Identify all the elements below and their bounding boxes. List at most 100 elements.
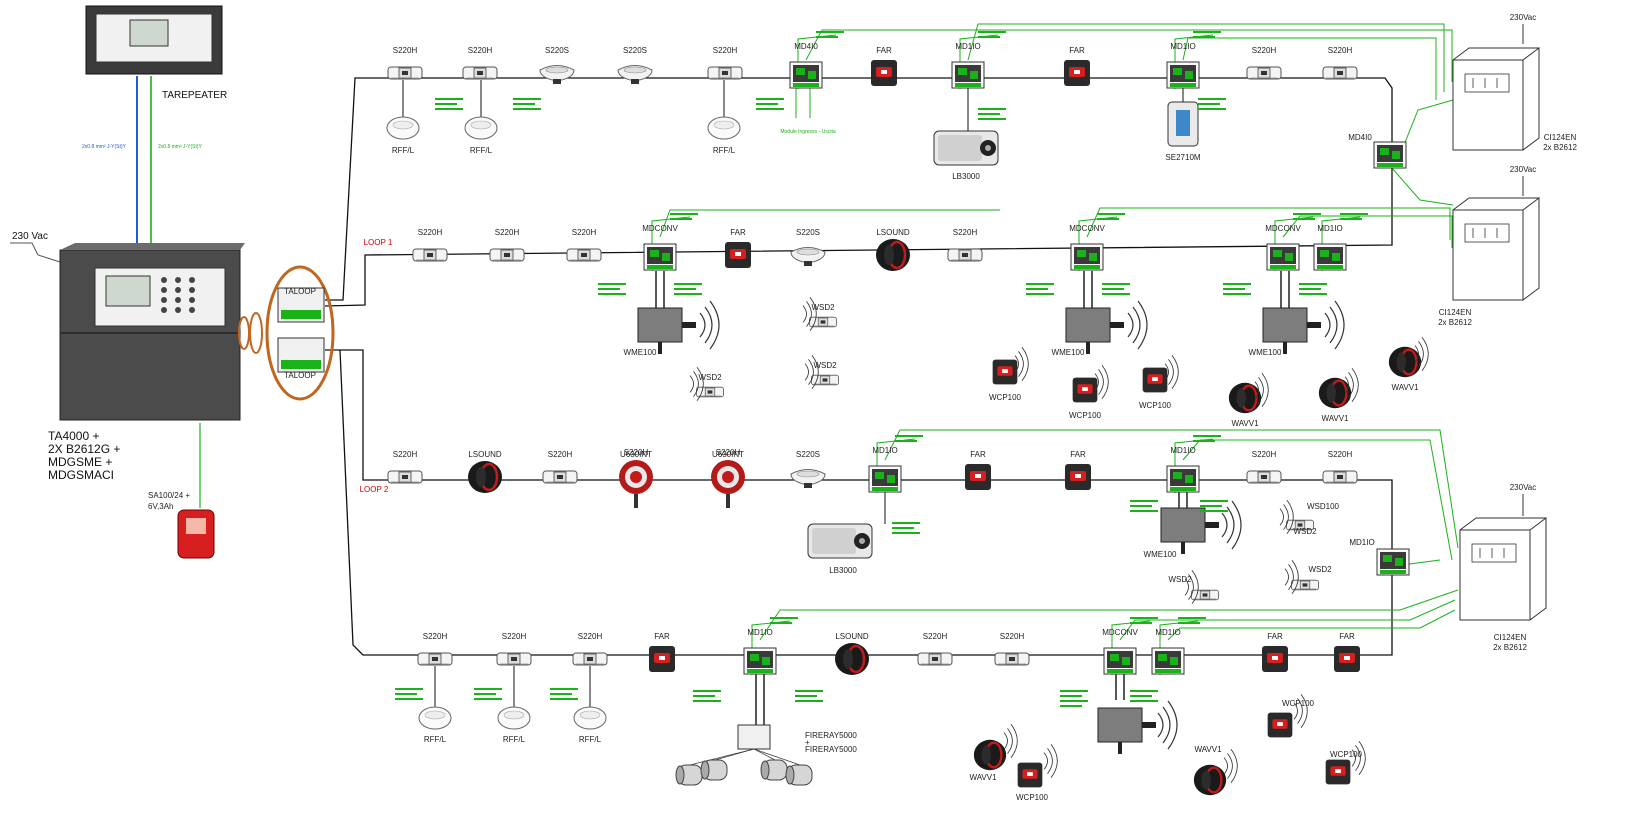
beam-lens [760, 760, 770, 780]
loop2-label: LOOP 2 [360, 485, 389, 494]
wireless-label: WAVV1 [969, 773, 997, 782]
rffl-base [707, 116, 741, 140]
device-label: MDCONV [1069, 224, 1105, 233]
lb3000-beacon [933, 130, 999, 166]
panel-lcd [105, 275, 151, 307]
radio-wave [699, 300, 720, 350]
wme-label: WME100 [624, 348, 657, 357]
cable-spec-note [816, 36, 838, 38]
device-label: S220H [393, 46, 418, 55]
psu-cable [1086, 207, 1451, 240]
cable-spec-note [513, 103, 535, 105]
cable-spec-note [1200, 505, 1222, 507]
cable-spec-note [770, 617, 798, 619]
psu-supply-label: 230Vac [1510, 13, 1537, 22]
cable-spec-note [693, 695, 715, 697]
cable-spec-note [1130, 695, 1152, 697]
base-label: RFF/L [470, 146, 493, 155]
device-label: S220S [796, 228, 820, 237]
sounder-lens [186, 518, 206, 534]
ring-link [238, 316, 250, 350]
radio-wave [1157, 700, 1178, 750]
device-sublabel: S220H [624, 448, 649, 457]
device-label: S220S [796, 450, 820, 459]
power-supply-3 [1459, 517, 1547, 621]
md1io-module [1376, 548, 1410, 576]
cable-spec-note [1198, 108, 1226, 110]
wme100-module [1160, 507, 1220, 555]
cable-spec-note [1178, 622, 1200, 624]
rffl-base [464, 116, 498, 140]
psu-label: CI124EN [1439, 308, 1472, 317]
wcp100-wireless-device [1142, 367, 1168, 393]
beam-label: + [805, 738, 810, 747]
cable-spec-note [1200, 510, 1228, 512]
device-label: S220H [923, 632, 948, 641]
cable-spec-note [1178, 617, 1206, 619]
device-symbols [59, 5, 1547, 797]
md4i0-device [789, 61, 823, 89]
device-label: FAR [970, 450, 986, 459]
device-label: FAR [1339, 632, 1355, 641]
cable-spec-note [1193, 31, 1221, 33]
cable-spec-note [670, 218, 692, 220]
s220h-device [994, 652, 1030, 666]
device-label: LSOUND [835, 632, 869, 641]
s220h-device [1322, 470, 1358, 484]
cable-spec-note [1130, 505, 1152, 507]
s220h-device [387, 66, 423, 80]
cable-spec-note [474, 698, 502, 700]
base-label: RFF/L [579, 735, 602, 744]
psu-supply-label: 230Vac [1510, 165, 1537, 174]
base-label: RFF/L [713, 146, 736, 155]
device-label: S220S [623, 46, 647, 55]
radio-wave [1003, 723, 1018, 759]
u630int-device [711, 460, 745, 508]
device-label: MD1IO [955, 42, 980, 51]
cable-spec-note [435, 108, 463, 110]
device-label: S220H [953, 228, 978, 237]
device-label: S220H [495, 228, 520, 237]
psu-cable [1282, 215, 1453, 248]
base-label: RFF/L [424, 735, 447, 744]
wireless-label: WCP100 [989, 393, 1022, 402]
wireless-label: WCP100 [1139, 401, 1172, 410]
wireless-label: WSD100 [1307, 502, 1340, 511]
wavv1-wireless-device [1317, 376, 1353, 410]
panel-key [189, 307, 195, 313]
cable-spec-note [395, 698, 423, 700]
s220h-device [1246, 66, 1282, 80]
panel-key [189, 297, 195, 303]
panel-model-label: MDGSMACI [48, 468, 114, 482]
device-label: MD1IO [1349, 538, 1374, 547]
beam-lens [785, 765, 795, 785]
radio-wave [1127, 300, 1148, 350]
radio-wave [1221, 500, 1242, 550]
cable-spec-note [816, 31, 844, 33]
cable-spec-note [1200, 500, 1228, 502]
device-label: S220H [502, 632, 527, 641]
md1io-device [1151, 647, 1185, 675]
taloop-card-label: TALOOP [284, 371, 316, 380]
cable-spec-note [756, 98, 784, 100]
device-label: MD1IO [1170, 446, 1195, 455]
cable-spec-note [1060, 705, 1082, 707]
lsound-device [874, 237, 912, 273]
cable-spec-note [1299, 288, 1321, 290]
wme100-module [1097, 707, 1157, 755]
cable-spec-note [550, 688, 578, 690]
ring-link [249, 312, 263, 354]
cable-spec-note [978, 31, 1006, 33]
repeater-label: TAREPEATER [162, 90, 227, 101]
panel-key [161, 297, 167, 303]
psu-cable [805, 29, 1453, 82]
panel-key [175, 307, 181, 313]
cable-spec-note [895, 440, 917, 442]
wireless-label: WAVV1 [1321, 414, 1349, 423]
cable-spec-note [1293, 218, 1315, 220]
cable-spec-note [674, 283, 702, 285]
se2710m-window [1176, 110, 1190, 136]
beam-link [714, 748, 755, 761]
s220h-device [462, 66, 498, 80]
cable-spec-note [1223, 283, 1251, 285]
